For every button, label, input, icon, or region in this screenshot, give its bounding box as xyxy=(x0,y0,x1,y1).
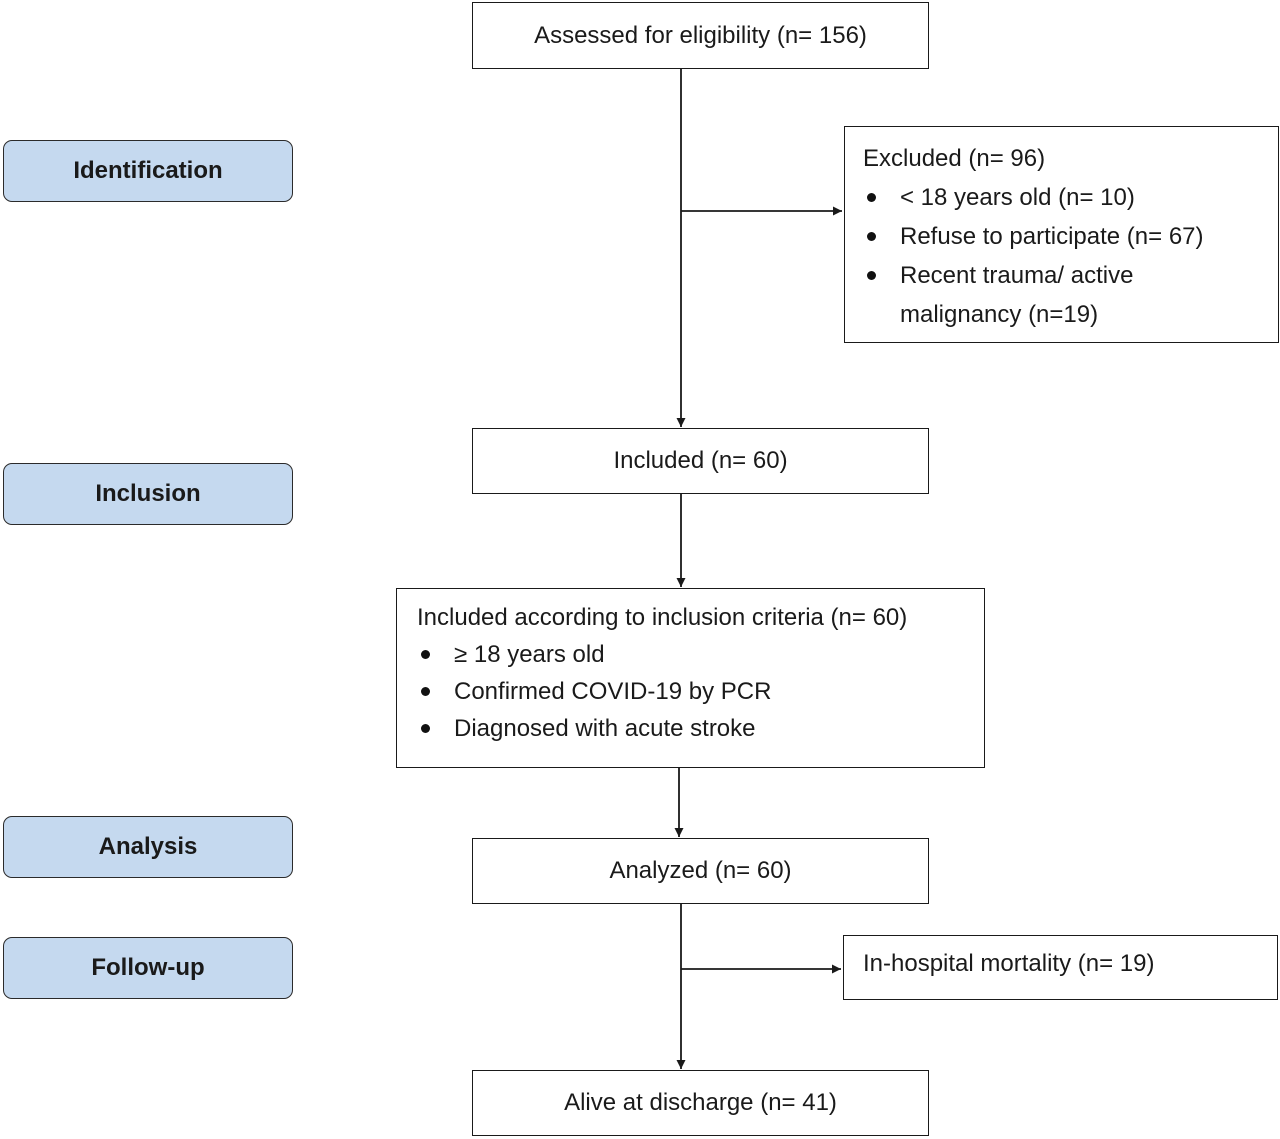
alive-text: Alive at discharge (n= 41) xyxy=(564,1089,837,1116)
stage-followup-label: Follow-up xyxy=(91,954,205,981)
stage-analysis: Analysis xyxy=(3,816,293,878)
mortality-box: In-hospital mortality (n= 19) xyxy=(843,935,1278,1000)
criteria-item: Confirmed COVID-19 by PCR xyxy=(417,673,964,710)
analyzed-text: Analyzed (n= 60) xyxy=(609,857,792,884)
alive-box: Alive at discharge (n= 41) xyxy=(472,1070,929,1136)
assessed-text: Assessed for eligibility (n= 156) xyxy=(534,21,867,49)
criteria-list: ≥ 18 years old Confirmed COVID-19 by PCR… xyxy=(417,636,964,747)
excluded-title: Excluded (n= 96) xyxy=(863,145,1046,172)
included-box: Included (n= 60) xyxy=(472,428,929,494)
stage-identification-label: Identification xyxy=(73,157,223,184)
excluded-list: < 18 years old (n= 10) Refuse to partici… xyxy=(863,178,1260,334)
stage-followup: Follow-up xyxy=(3,937,293,999)
excluded-item: Recent trauma/ active malignancy (n=19) xyxy=(863,256,1260,334)
criteria-item: Diagnosed with acute stroke xyxy=(417,710,964,747)
excluded-box: Excluded (n= 96) < 18 years old (n= 10) … xyxy=(844,126,1279,343)
stage-inclusion-label: Inclusion xyxy=(95,480,201,507)
analyzed-box: Analyzed (n= 60) xyxy=(472,838,929,904)
mortality-text: In-hospital mortality (n= 19) xyxy=(863,950,1155,977)
included-text: Included (n= 60) xyxy=(613,447,788,474)
excluded-item: Refuse to participate (n= 67) xyxy=(863,217,1260,256)
stage-analysis-label: Analysis xyxy=(98,833,198,860)
stage-identification: Identification xyxy=(3,140,293,202)
excluded-item: < 18 years old (n= 10) xyxy=(863,178,1260,217)
criteria-box: Included according to inclusion criteria… xyxy=(396,588,985,768)
criteria-title: Included according to inclusion criteria… xyxy=(417,604,908,631)
criteria-item: ≥ 18 years old xyxy=(417,636,964,673)
assessed-box: Assessed for eligibility (n= 156) xyxy=(472,2,929,69)
stage-inclusion: Inclusion xyxy=(3,463,293,525)
